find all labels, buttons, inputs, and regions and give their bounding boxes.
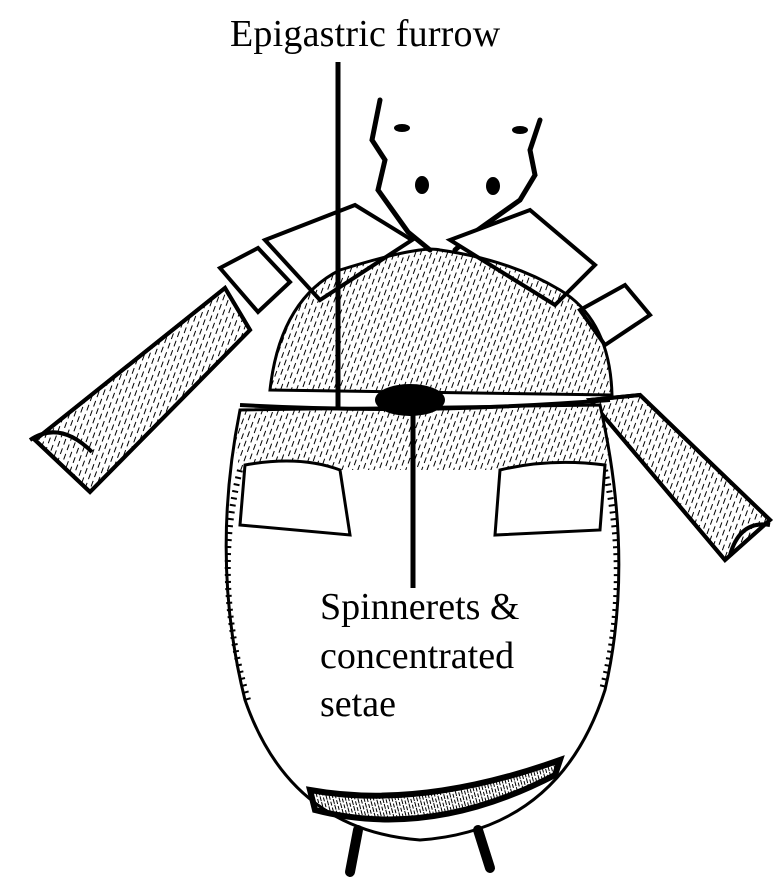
book-lung-left — [240, 461, 350, 535]
epigyne — [375, 384, 445, 416]
spinnerets-label-line-1: Spinnerets & — [320, 583, 519, 632]
spinnerets-label-line-3: setae — [320, 680, 519, 729]
epigastric-furrow-label: Epigastric furrow — [230, 10, 500, 59]
spinnerets-label: Spinnerets & concentrated setae — [320, 583, 519, 729]
book-lung-right — [495, 462, 605, 535]
eye-dots — [394, 124, 528, 195]
spinnerets-label-line-2: concentrated — [320, 632, 519, 681]
